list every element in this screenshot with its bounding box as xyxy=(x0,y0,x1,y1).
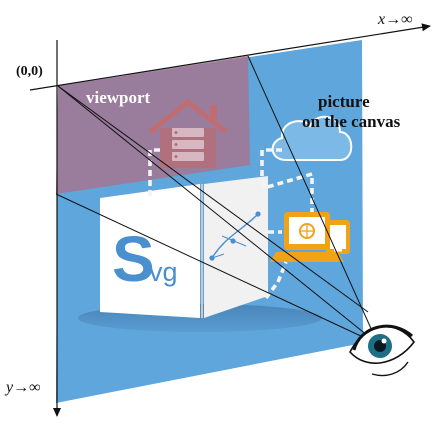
x-axis xyxy=(29,23,431,91)
picture-label-line2: on the canvas xyxy=(302,112,401,131)
sight-lines xyxy=(55,55,379,345)
origin-label: (0,0) xyxy=(16,64,43,79)
dashed-connectors xyxy=(148,148,314,300)
cloud-icon xyxy=(271,116,353,161)
y-axis-label: y→∞ xyxy=(4,379,41,396)
house-server-icon xyxy=(148,99,228,168)
x-axis-label: x→∞ xyxy=(377,11,413,28)
svg-logo-icon: S vg xyxy=(100,176,268,318)
picture-label-line1: picture xyxy=(318,92,370,111)
svg-logo-letter: S xyxy=(112,223,155,295)
viewport-label: viewport xyxy=(86,88,151,107)
svg-logo-suffix: vg xyxy=(149,257,178,287)
laptop-tablet-icon xyxy=(270,212,350,262)
eye-icon xyxy=(349,324,415,377)
